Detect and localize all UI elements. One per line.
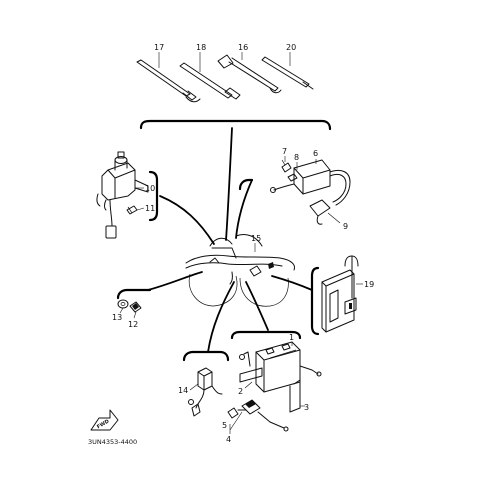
label-11: 11	[145, 204, 155, 213]
part-18-band	[179, 52, 241, 100]
label-6: 6	[313, 149, 318, 158]
label-13: 13	[112, 313, 122, 322]
label-10: 10	[145, 184, 155, 193]
link-switch-low	[207, 281, 235, 353]
lower-switch-bracket	[182, 350, 230, 362]
label-3: 3	[304, 403, 309, 412]
label-19: 19	[364, 280, 374, 289]
label-16: 16	[238, 43, 248, 52]
frame-outline	[185, 233, 295, 307]
part-16-band	[217, 52, 282, 94]
label-2: 2	[238, 387, 243, 396]
label-18: 18	[196, 43, 206, 52]
relay-part-19	[321, 255, 363, 333]
bolt-group-bracket	[116, 288, 152, 300]
battery-group-bracket	[230, 330, 302, 340]
link-switch	[159, 195, 215, 245]
label-12: 12	[128, 320, 138, 329]
fwd-label: FWD	[96, 419, 110, 431]
wire-harness-bands-group	[136, 52, 314, 103]
figure-code: 3UN4353-4400	[88, 438, 137, 446]
label-8: 8	[294, 153, 299, 162]
label-14: 14	[178, 386, 188, 395]
battery-group	[227, 341, 322, 434]
part-labels: 17 18 16 20 7 8 6 9 10 11 15 19 13 12 1 …	[112, 43, 374, 444]
label-9: 9	[343, 222, 348, 231]
fwd-arrow-icon: FWD	[90, 409, 119, 431]
neutral-switch-group	[188, 367, 223, 417]
part-17-band	[136, 52, 201, 103]
link-bolt	[147, 271, 203, 291]
label-5: 5	[222, 421, 227, 430]
label-15: 15	[251, 234, 261, 243]
main-switch-group	[96, 151, 149, 239]
ignition-coil-group	[270, 156, 351, 225]
coil-group-bracket	[238, 178, 254, 191]
bolt-washer-group	[117, 299, 142, 319]
link-battery	[245, 281, 269, 331]
label-7: 7	[282, 147, 287, 156]
label-1: 1	[289, 333, 294, 342]
link-coil	[235, 179, 253, 239]
relay-group-bracket	[310, 266, 320, 336]
switch-group-bracket	[148, 170, 159, 222]
link-top	[225, 127, 233, 241]
label-17: 17	[154, 43, 164, 52]
label-20: 20	[286, 43, 296, 52]
top-group-bracket	[139, 119, 332, 131]
link-relay	[271, 275, 313, 291]
part-20-band	[261, 52, 314, 90]
label-4: 4	[226, 435, 231, 444]
